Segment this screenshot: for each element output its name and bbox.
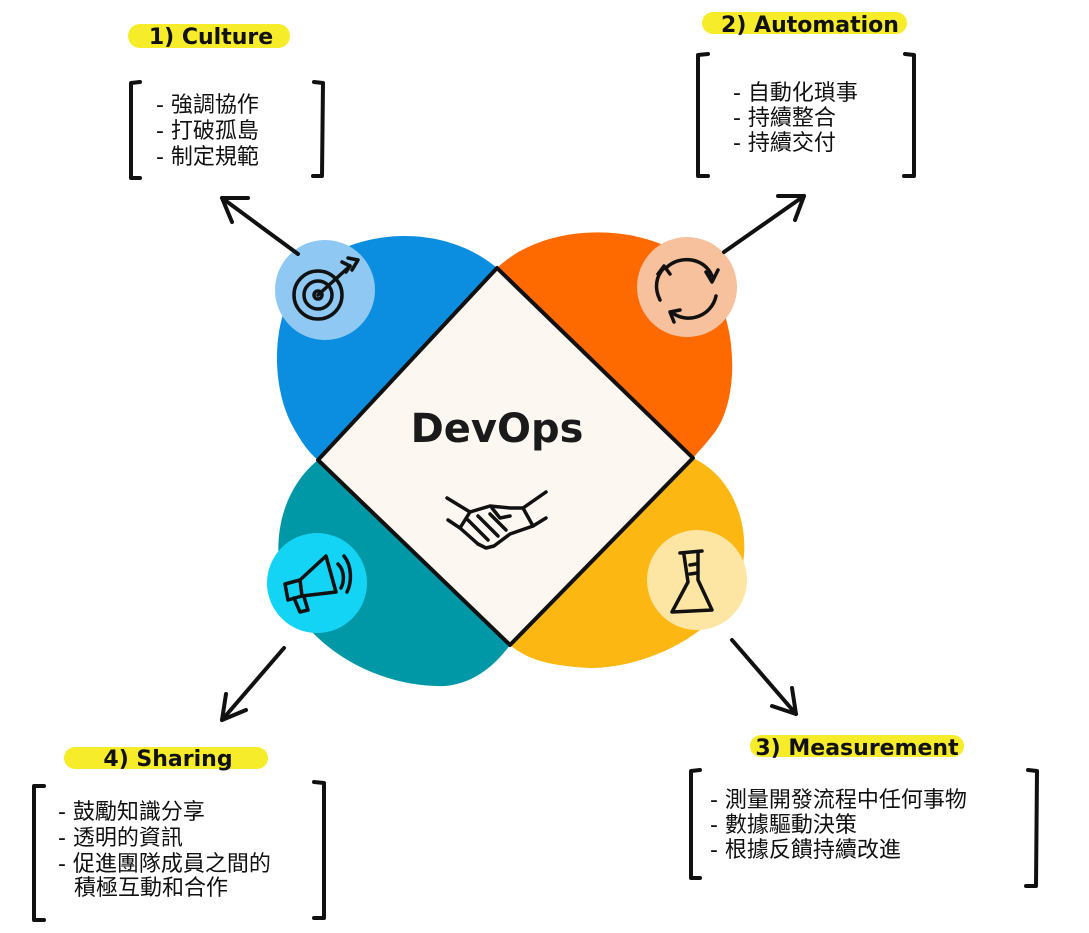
sharing-arrow: [220, 646, 286, 722]
list-item: - 根據反饋持續改進: [710, 838, 901, 863]
list-item: - 打破孤島: [156, 119, 259, 144]
measurement-title: 3) Measurement: [755, 736, 959, 761]
automation-items: - 自動化瑣事 - 持續整合 - 持續交付: [733, 81, 858, 156]
automation-bracket: [696, 52, 916, 178]
list-item: - 透明的資訊: [58, 826, 183, 851]
culture-items: - 強調協作 - 打破孤島 - 制定規範: [156, 93, 259, 170]
list-item: 積極互動和合作: [74, 876, 228, 901]
culture-bracket: [129, 80, 325, 180]
list-item: - 持續整合: [733, 106, 836, 131]
measurement-arrow: [730, 638, 798, 716]
list-item: - 促進團隊成員之間的: [58, 852, 271, 877]
automation-arrow: [722, 194, 806, 254]
list-item: - 自動化瑣事: [733, 81, 858, 106]
culture-arrow: [220, 196, 300, 256]
list-item: - 持續交付: [733, 131, 836, 156]
list-item: - 測量開發流程中任何事物: [710, 788, 967, 813]
center-diamond: [316, 266, 695, 647]
culture-title: 1) Culture: [149, 25, 273, 50]
measurement-bracket: [689, 768, 1039, 888]
center-title: DevOps: [411, 406, 584, 452]
list-item: - 強調協作: [156, 93, 259, 118]
list-item: - 鼓勵知識分享: [58, 800, 205, 825]
sharing-icon-circle: [267, 533, 367, 633]
recycle-arrows-icon: [654, 257, 720, 324]
automation-icon-circle: [637, 237, 737, 337]
measurement-title-highlight: [750, 735, 964, 757]
flask-icon: [670, 549, 714, 614]
sharing-title: 4) Sharing: [103, 747, 232, 772]
megaphone-icon: [283, 554, 353, 614]
sharing-items: - 鼓勵知識分享 - 透明的資訊 - 促進團隊成員之間的 積極互動和合作: [58, 800, 271, 901]
list-item: - 數據驅動決策: [710, 813, 857, 838]
handshake-icon: [445, 490, 548, 550]
automation-title-highlight: [702, 12, 907, 34]
sharing-bracket: [32, 780, 326, 922]
list-item: - 制定規範: [156, 145, 259, 170]
sharing-petal: [278, 460, 510, 687]
culture-title-highlight: [128, 24, 290, 48]
target-icon: [292, 256, 360, 321]
automation-title: 2) Automation: [721, 13, 899, 38]
measurement-items: - 測量開發流程中任何事物 - 數據驅動決策 - 根據反饋持續改進: [710, 788, 967, 863]
sharing-title-highlight: [64, 747, 268, 769]
